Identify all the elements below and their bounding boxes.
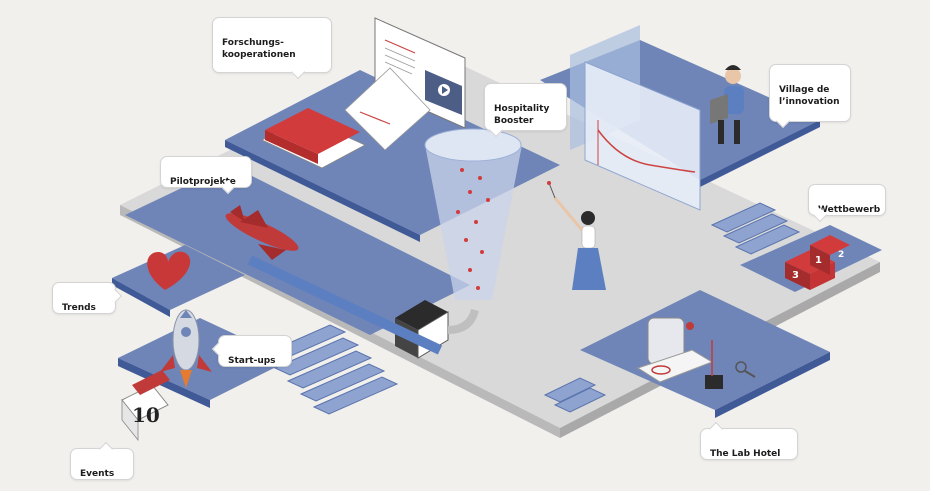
label-hospitality: Hospitality Booster bbox=[484, 83, 567, 138]
platform-labhotel bbox=[580, 290, 830, 410]
label-village: Village de l’innovation bbox=[769, 64, 851, 129]
heart-icon bbox=[147, 251, 191, 290]
woman-figure-icon bbox=[547, 181, 606, 290]
document-screen-icon bbox=[344, 17, 466, 151]
label-wettbewerb-text: Wettbewerb bbox=[818, 205, 881, 215]
label-pilot-text: Pilotprojekte bbox=[170, 177, 236, 187]
platform-startups bbox=[118, 318, 290, 400]
rocket-icon bbox=[160, 309, 212, 388]
label-startups: Start-ups bbox=[211, 335, 292, 367]
laptop-person-icon bbox=[710, 65, 744, 144]
stairs-left bbox=[260, 324, 399, 415]
platform-labhotel-edge bbox=[715, 352, 830, 418]
label-forschung: Forschungs- kooperationen bbox=[212, 17, 332, 80]
podium-second: 2 bbox=[838, 250, 844, 260]
microscope-icon bbox=[636, 317, 723, 389]
platform-trends-edge bbox=[112, 278, 170, 317]
label-labhotel: The Lab Hotel bbox=[700, 421, 798, 460]
label-hospitality-text: Hospitality Booster bbox=[494, 104, 550, 126]
calendar-day: 10 bbox=[132, 403, 160, 427]
platform-forschung-edge bbox=[225, 140, 420, 242]
label-startups-text: Start-ups bbox=[228, 356, 276, 366]
chart-screens-icon bbox=[570, 25, 701, 211]
stairs-right bbox=[710, 202, 801, 255]
podium-first: 1 bbox=[815, 255, 822, 266]
label-village-text: Village de l’innovation bbox=[779, 85, 840, 107]
machine-icon bbox=[247, 255, 479, 359]
platform-pilot bbox=[125, 165, 470, 335]
label-labhotel-text: The Lab Hotel bbox=[710, 449, 781, 459]
stairs-center bbox=[543, 377, 607, 413]
label-pilot: Pilotprojekte bbox=[160, 156, 252, 195]
funnel-icon bbox=[424, 128, 522, 300]
platform-village-edge bbox=[700, 120, 820, 187]
calendar-icon: 10 bbox=[121, 370, 170, 442]
podium-icon: 1 3 2 bbox=[785, 235, 850, 290]
podium-third: 3 bbox=[792, 270, 799, 281]
label-trends-text: Trends bbox=[62, 303, 96, 313]
label-forschung-text: Forschungs- kooperationen bbox=[222, 38, 296, 60]
magnifier-icon bbox=[735, 361, 756, 378]
book-stack-icon bbox=[261, 108, 366, 169]
airplane-icon bbox=[225, 205, 299, 260]
label-events: Events bbox=[70, 441, 134, 480]
label-trends: Trends bbox=[52, 282, 123, 314]
label-events-text: Events bbox=[80, 469, 115, 479]
label-wettbewerb: Wettbewerb bbox=[808, 184, 886, 223]
